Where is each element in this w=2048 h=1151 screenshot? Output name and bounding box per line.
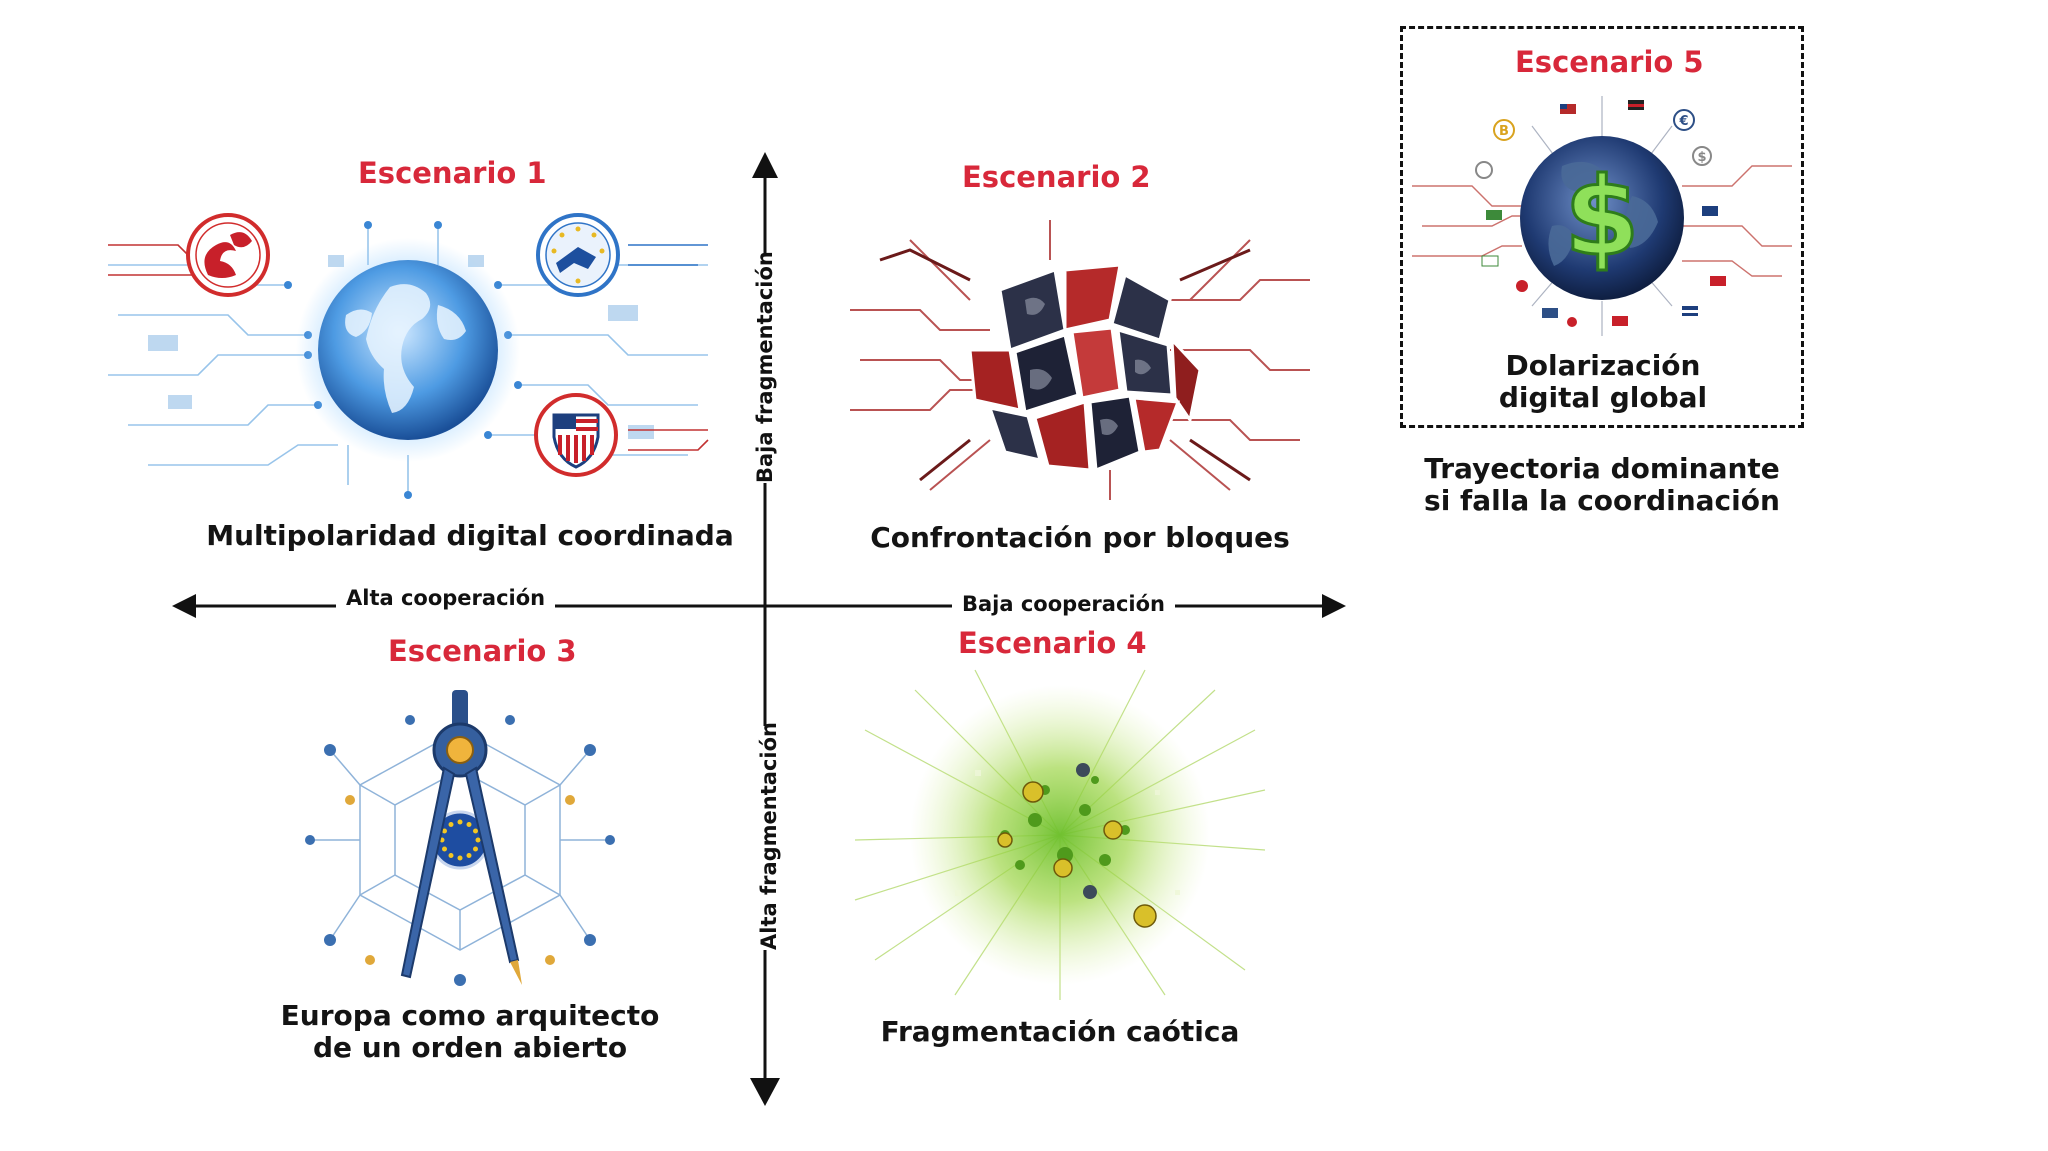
scenario-2-caption: Confrontación por bloques	[870, 521, 1290, 554]
scenario-3-caption-line1: Europa como arquitecto	[280, 999, 660, 1032]
svg-text:€: €	[1678, 114, 1688, 129]
svg-text:$: $	[1697, 150, 1706, 165]
arrow-left-icon	[172, 594, 196, 618]
scenario-5-box	[1400, 26, 1804, 428]
scenario-1-label: Escenario 1	[358, 156, 547, 190]
scenario-5-caption-line2: digital global	[1498, 381, 1708, 415]
compass-network-icon	[305, 690, 615, 986]
particle-burst-icon	[854, 669, 1266, 1000]
arrow-up-icon	[752, 152, 778, 178]
axis-label-top: Baja fragmentación	[753, 251, 777, 483]
note-line2: si falla la coordinación	[1424, 484, 1780, 518]
scenario-1-caption: Multipolaridad digital coordinada	[206, 519, 734, 552]
svg-text:$: $	[1564, 155, 1639, 280]
china-seal	[186, 213, 270, 297]
dominant-trajectory-note: Trayectoria dominante si falla la coordi…	[1380, 452, 1824, 518]
scenario-5-caption: Dolarización digital global	[1420, 349, 1786, 415]
broken-globe-icon	[850, 220, 1310, 500]
scenario-3-caption-line2: de un orden abierto	[312, 1031, 628, 1065]
scenario-4-label: Escenario 4	[958, 626, 1147, 660]
scenario-5-caption-line1: Dolarización	[1505, 349, 1701, 382]
arrow-down-icon	[750, 1078, 780, 1106]
scenario-5-label: Escenario 5	[1515, 45, 1704, 79]
scenario-2-label: Escenario 2	[962, 160, 1151, 194]
connected-globe-icon	[108, 213, 709, 499]
axis-label-left: Alta cooperación	[336, 586, 556, 610]
scenario-4-caption: Fragmentación caótica	[880, 1015, 1240, 1048]
note-line1: Trayectoria dominante	[1424, 452, 1780, 485]
axis-label-right: Baja cooperación	[952, 592, 1175, 616]
axis-label-bottom: Alta fragmentación	[757, 722, 781, 950]
svg-text:B: B	[1499, 124, 1509, 139]
arrow-right-icon	[1322, 594, 1346, 618]
scenario-3-label: Escenario 3	[388, 634, 577, 668]
scenario-3-caption: Europa como arquitecto de un orden abier…	[230, 999, 710, 1065]
dollar-globe-icon: $ B € $	[1412, 96, 1792, 336]
